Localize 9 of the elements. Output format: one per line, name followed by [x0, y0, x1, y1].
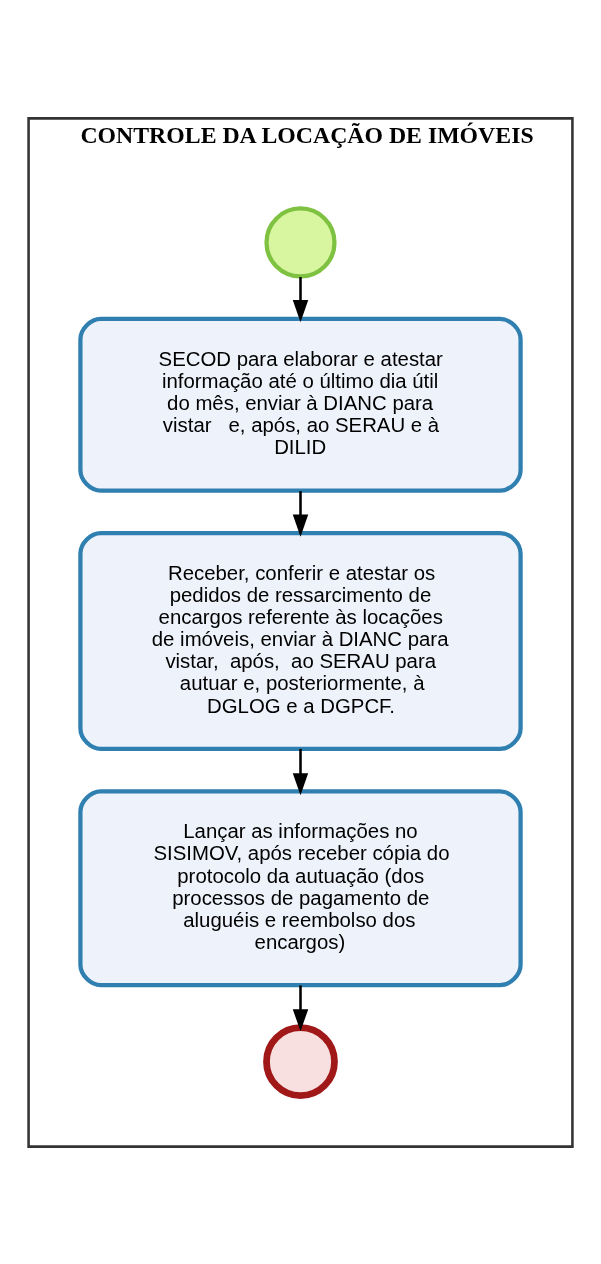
node-box: SECOD para elaborar e atestar informação até o último dia útil do mês, enviar à DIANC para vistar e, após, ao SERAU e à DILID — [78, 316, 523, 493]
node-box: Lançar as informações no SISIMOV, após receber cópia do protocolo da autuação (dos processos de pagamento de aluguéis e reembolso dos encargos) — [78, 788, 523, 987]
arrow — [292, 984, 309, 1031]
arrow — [292, 748, 309, 795]
node-circle — [263, 1023, 338, 1099]
node-box: Receber, conferir e atestar os pedidos de ressarcimento de encargos referente às locações de imóveis, enviar à DIANC para vistar, após, ao SERAU para autuar e, posteriormente, à DGLOG e a DGPCF. — [78, 530, 523, 751]
arrow — [292, 276, 309, 322]
node-circle — [264, 205, 337, 279]
arrow — [292, 490, 309, 537]
